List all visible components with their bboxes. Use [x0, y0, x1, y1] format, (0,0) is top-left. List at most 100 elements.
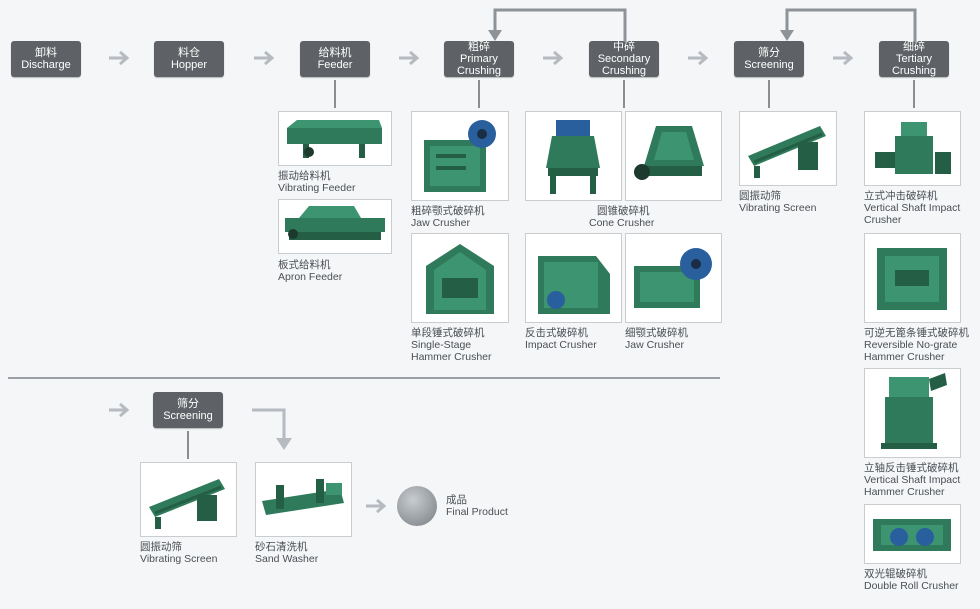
sand-washer-image [255, 462, 352, 537]
node-tertiary-zh: 细碎 [903, 41, 925, 53]
node-tertiary-en2: Crushing [891, 65, 937, 77]
jaw-crusher-fine-image [625, 233, 722, 323]
node-screening-bottom: 筛分 Screening [153, 392, 223, 428]
arrow-right-icon [109, 51, 130, 65]
node-primary-crushing: 粗碎 Primary Crushing [444, 41, 514, 77]
vibrating-feeder-image [278, 111, 392, 166]
caption-en: Single-Stage [411, 339, 472, 351]
double-roll-crusher-image [864, 504, 961, 564]
node-primary-en2: Crushing [456, 65, 502, 77]
vibrating-screen-top-caption: 圆振动筛 Vibrating Screen [739, 190, 816, 214]
caption-en: Impact Crusher [525, 339, 597, 351]
final-product-caption: 成品 Final Product [446, 494, 508, 518]
arrow-right-icon [109, 403, 130, 417]
node-hopper-zh: 料仓 [178, 47, 200, 59]
cone-crusher-green-image [625, 111, 722, 201]
cone-crusher-blue-image [525, 111, 622, 201]
node-discharge-en: Discharge [21, 59, 71, 71]
connector-line [768, 80, 770, 108]
vibrating-screen-bottom-caption: 圆振动筛 Vibrating Screen [140, 541, 217, 565]
caption-zh: 立轴反击锤式破碎机 [864, 462, 959, 474]
caption-en: Reversible No-grate [864, 339, 958, 351]
caption-zh: 圆振动筛 [140, 541, 182, 553]
connector-line [478, 80, 480, 108]
node-primary-zh: 粗碎 [468, 41, 490, 53]
node-screening: 筛分 Screening [734, 41, 804, 77]
cone-crusher-caption: 圆锥破碎机 Cone Crusher [589, 205, 654, 229]
caption-en: Jaw Crusher [625, 339, 684, 351]
caption-en2: Hammer Crusher [864, 486, 945, 498]
arrow-right-icon [688, 51, 709, 65]
caption-zh: 板式给料机 [278, 259, 331, 271]
double-roll-crusher-caption: 双光辊破碎机 Double Roll Crusher [864, 568, 959, 592]
node-screening-zh: 筛分 [758, 47, 780, 59]
connector-line [623, 80, 625, 108]
caption-en: Vibrating Screen [739, 202, 817, 214]
impact-crusher-caption: 反击式破碎机 Impact Crusher [525, 327, 597, 351]
node-discharge-zh: 卸料 [35, 47, 57, 59]
node-discharge: 卸料 Discharge [11, 41, 81, 77]
caption-zh: 圆振动筛 [739, 190, 781, 202]
caption-zh: 可逆无篦条锤式破碎机 [864, 327, 969, 339]
apron-feeder-image [278, 199, 392, 254]
node-screening-en: Screening [744, 59, 794, 71]
node-feeder-en: Feeder [317, 59, 353, 71]
vsi-crusher-image [864, 111, 961, 186]
node-secondary-en2: Crushing [601, 65, 647, 77]
caption-zh: 双光辊破碎机 [864, 568, 927, 580]
node-screening-bottom-en: Screening [163, 410, 213, 422]
caption-en: Apron Feeder [278, 271, 343, 283]
caption-en: Vertical Shaft Impact [864, 474, 961, 486]
jaw-crusher-fine-caption: 细颚式破碎机 Jaw Crusher [625, 327, 688, 351]
node-feeder: 给料机 Feeder [300, 41, 370, 77]
vertical-hammer-image [864, 368, 961, 458]
caption-en: Sand Washer [255, 553, 319, 565]
single-stage-hammer-caption: 单段锤式破碎机 Single-Stage Hammer Crusher [411, 327, 492, 363]
arrow-down-elbow-icon [252, 408, 292, 450]
vsi-crusher-caption: 立式冲击破碎机 Vertical Shaft Impact Crusher [864, 190, 960, 226]
caption-en: Cone Crusher [589, 217, 655, 229]
caption-en: Vibrating Feeder [278, 182, 356, 194]
node-tertiary-en: Tertiary [895, 53, 933, 65]
caption-zh: 成品 [446, 494, 467, 506]
vibrating-feeder-caption: 振动给料机 Vibrating Feeder [278, 170, 355, 194]
caption-zh: 圆锥破碎机 [597, 205, 650, 217]
connector-line [334, 80, 336, 108]
caption-en: Final Product [446, 506, 508, 518]
caption-zh: 单段锤式破碎机 [411, 327, 485, 339]
node-primary-en: Primary [460, 53, 498, 65]
jaw-crusher-primary-caption: 粗碎颚式破碎机 Jaw Crusher [411, 205, 485, 229]
node-secondary-zh: 中碎 [613, 41, 635, 53]
node-secondary-en: Secondary [597, 53, 651, 65]
caption-zh: 细颚式破碎机 [625, 327, 688, 339]
caption-en2: Crusher [864, 214, 902, 226]
arrow-right-icon [399, 51, 420, 65]
arrow-right-icon [366, 499, 387, 513]
node-hopper-en: Hopper [170, 59, 208, 71]
vertical-hammer-caption: 立轴反击锤式破碎机 Vertical Shaft Impact Hammer C… [864, 462, 960, 498]
impact-crusher-image [525, 233, 622, 323]
node-hopper: 料仓 Hopper [154, 41, 224, 77]
caption-en2: Hammer Crusher [864, 351, 945, 363]
connector-line [187, 431, 189, 459]
feedback-loop-arrow-icon [488, 8, 627, 42]
node-secondary-crushing: 中碎 Secondary Crushing [589, 41, 659, 77]
jaw-crusher-primary-image [411, 111, 509, 201]
arrow-right-icon [254, 51, 275, 65]
caption-zh: 振动给料机 [278, 170, 331, 182]
caption-zh: 粗碎颚式破碎机 [411, 205, 485, 217]
feedback-loop-arrow-icon [780, 8, 917, 42]
node-screening-bottom-zh: 筛分 [177, 398, 199, 410]
section-divider [8, 377, 720, 379]
vibrating-screen-bottom-image [140, 462, 237, 537]
apron-feeder-caption: 板式给料机 Apron Feeder [278, 259, 342, 283]
caption-en: Vertical Shaft Impact [864, 202, 961, 214]
arrow-right-icon [543, 51, 564, 65]
arrow-right-icon [833, 51, 854, 65]
caption-en2: Hammer Crusher [411, 351, 492, 363]
connector-line [913, 80, 915, 108]
node-tertiary-crushing: 细碎 Tertiary Crushing [879, 41, 949, 77]
vibrating-screen-top-image [739, 111, 837, 186]
reversible-hammer-caption: 可逆无篦条锤式破碎机 Reversible No-grate Hammer Cr… [864, 327, 969, 363]
single-stage-hammer-image [411, 233, 509, 323]
